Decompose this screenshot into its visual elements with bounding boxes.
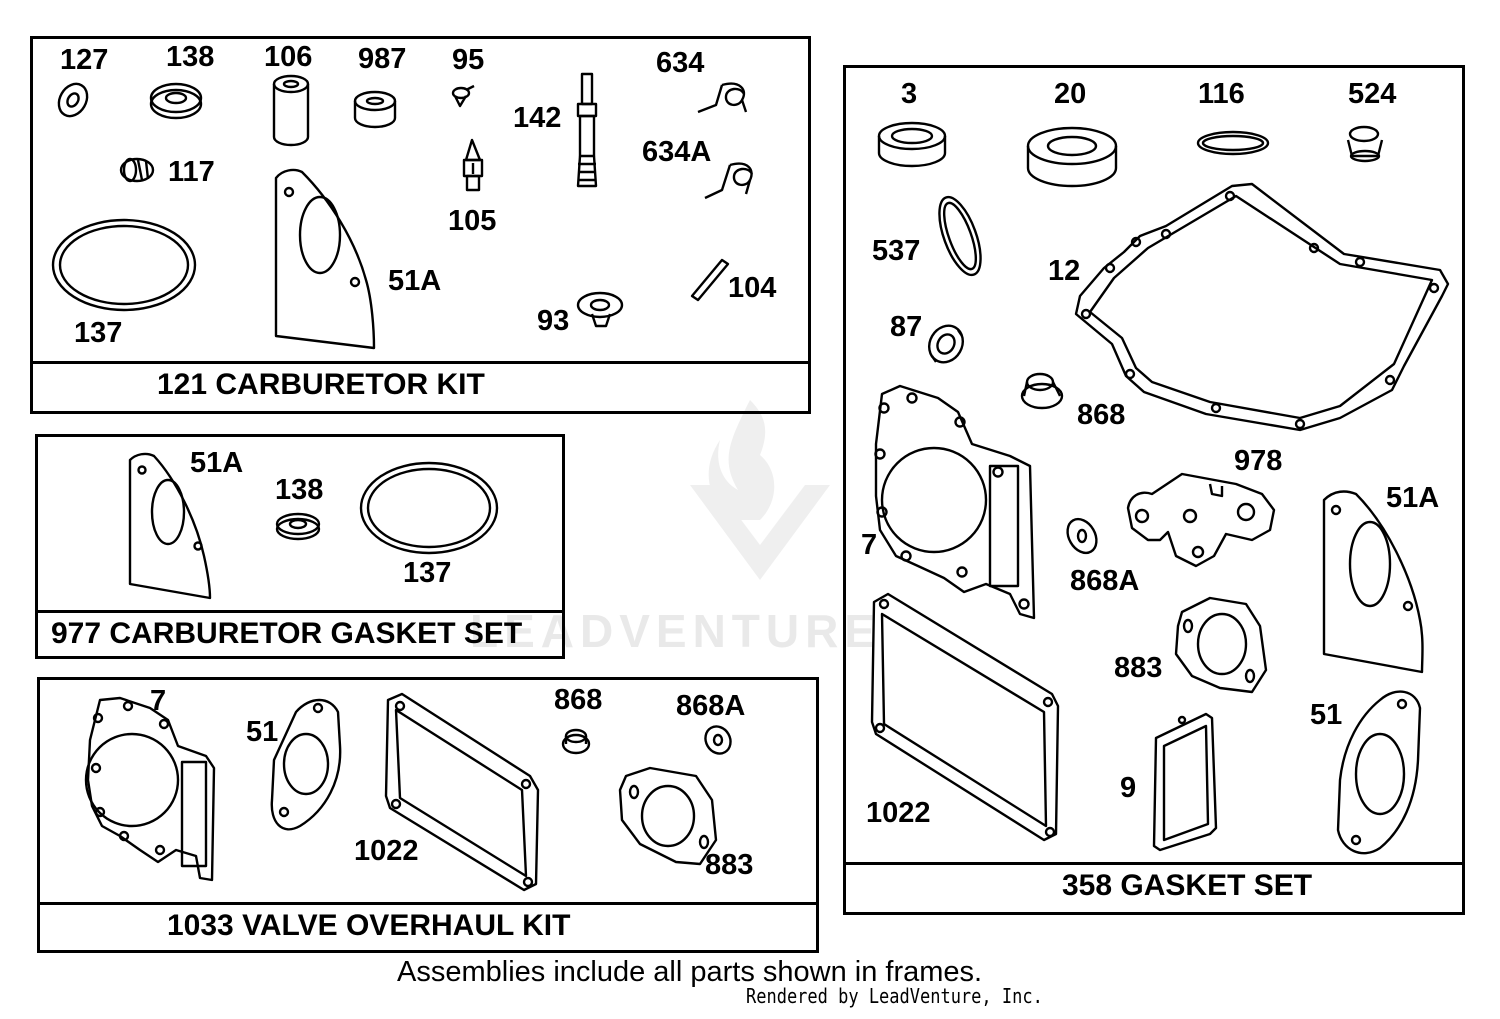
gasket-51a-drawing-358 [1322, 490, 1424, 674]
washer-868a-drawing-1033 [704, 725, 732, 755]
valve-overhaul-kit-frame: 1033 VALVE OVERHAUL KIT [37, 677, 819, 953]
float-valve-93-drawing [576, 291, 624, 328]
carburetor-gasket-set-frame: 977 CARBURETOR GASKET SET [35, 434, 565, 659]
head-gasket-7-drawing-1033 [84, 696, 216, 882]
gasket-51a-drawing [274, 168, 376, 350]
cover-gasket-1022-drawing-1033 [384, 692, 540, 892]
screw-95-drawing [451, 84, 475, 108]
label-883: 883 [1114, 652, 1163, 684]
label-93: 93 [537, 305, 570, 337]
seal-20-drawing [1026, 126, 1118, 188]
label-51a-977: 51A [190, 447, 244, 479]
label-7: 7 [861, 529, 878, 561]
seal-868-drawing-1033 [561, 728, 591, 755]
label-987: 987 [358, 43, 407, 75]
seal-87-drawing [927, 324, 965, 364]
gasket-set-title: 358 GASKET SET [846, 862, 1462, 912]
label-883-1033: 883 [705, 849, 754, 881]
cover-gasket-1022-drawing-358 [870, 592, 1060, 842]
plug-524-drawing [1346, 125, 1384, 163]
needle-142-drawing [576, 72, 598, 188]
carburetor-gasket-set-title: 977 CARBURETOR GASKET SET [38, 610, 562, 656]
label-87: 87 [890, 311, 923, 343]
head-gasket-7-drawing-358 [874, 384, 1036, 620]
washer-127-drawing [57, 82, 89, 118]
label-116: 116 [1198, 78, 1245, 110]
intake-gasket-51-drawing-358 [1336, 690, 1422, 855]
needle-valve-105-drawing [462, 138, 484, 192]
label-524: 524 [1348, 78, 1397, 110]
label-104: 104 [728, 272, 777, 304]
label-51: 51 [1310, 699, 1343, 731]
seat-117-drawing [119, 157, 155, 183]
label-137: 137 [74, 317, 123, 349]
label-127: 127 [60, 44, 109, 76]
label-51a-358: 51A [1386, 482, 1440, 514]
label-117: 117 [168, 156, 215, 188]
label-634a: 634A [642, 136, 712, 168]
spring-634-drawing [697, 82, 748, 114]
label-12: 12 [1048, 255, 1081, 287]
seal-868-drawing-358 [1020, 372, 1064, 410]
exhaust-gasket-883-drawing-358 [1174, 596, 1268, 694]
label-95: 95 [452, 44, 485, 76]
label-868a-1033: 868A [676, 690, 746, 722]
gasket-set-frame: 358 GASKET SET [843, 65, 1465, 915]
spacer-106-drawing [272, 74, 310, 147]
seal-3-drawing [877, 121, 947, 168]
leadventure-watermark-logo [690, 400, 830, 580]
o-ring-137-drawing-977 [359, 461, 499, 555]
bushing-987-drawing [353, 90, 397, 129]
label-978: 978 [1234, 445, 1283, 477]
sump-gasket-12-drawing [1074, 182, 1450, 432]
valve-overhaul-kit-title: 1033 VALVE OVERHAUL KIT [40, 902, 816, 950]
label-106: 106 [264, 41, 313, 73]
label-634: 634 [656, 47, 705, 79]
label-9: 9 [1120, 772, 1137, 804]
label-142: 142 [513, 102, 562, 134]
label-51-1033: 51 [246, 716, 279, 748]
label-868a: 868A [1070, 565, 1140, 597]
label-138: 138 [166, 41, 215, 73]
label-7-1033: 7 [150, 685, 167, 717]
gasket-51a-drawing-977 [128, 452, 212, 600]
label-537: 537 [872, 235, 921, 267]
label-3: 3 [901, 78, 918, 110]
spring-634a-drawing [704, 162, 754, 200]
label-51a: 51A [388, 265, 442, 297]
o-ring-537-drawing [938, 195, 982, 277]
breather-gasket-9-drawing [1152, 712, 1218, 852]
washer-138-drawing [149, 82, 203, 120]
washer-868a-drawing-358 [1066, 517, 1098, 555]
label-868: 868 [1077, 399, 1126, 431]
carburetor-kit-title: 121 CARBURETOR KIT [33, 361, 808, 411]
footer-note: Assemblies include all parts shown in fr… [397, 956, 983, 988]
watermark-text: LEADVENTURE [470, 605, 882, 657]
render-credit: Rendered by LeadVenture, Inc. [746, 984, 1043, 1008]
label-1022-1033: 1022 [354, 835, 419, 867]
o-ring-116-drawing [1196, 130, 1270, 156]
washer-138-drawing-977 [275, 512, 321, 541]
bracket-978-drawing [1126, 472, 1276, 568]
label-137-977: 137 [403, 557, 452, 589]
label-868-1033: 868 [554, 684, 603, 716]
pin-104-drawing [690, 258, 730, 302]
label-20: 20 [1054, 78, 1087, 110]
label-105: 105 [448, 205, 497, 237]
carburetor-kit-frame: 121 CARBURETOR KIT [30, 36, 811, 414]
label-1022: 1022 [866, 797, 931, 829]
intake-gasket-51-drawing-1033 [270, 698, 342, 831]
exhaust-gasket-883-drawing-1033 [618, 766, 718, 866]
o-ring-137-drawing [51, 218, 197, 312]
label-138-977: 138 [275, 474, 324, 506]
